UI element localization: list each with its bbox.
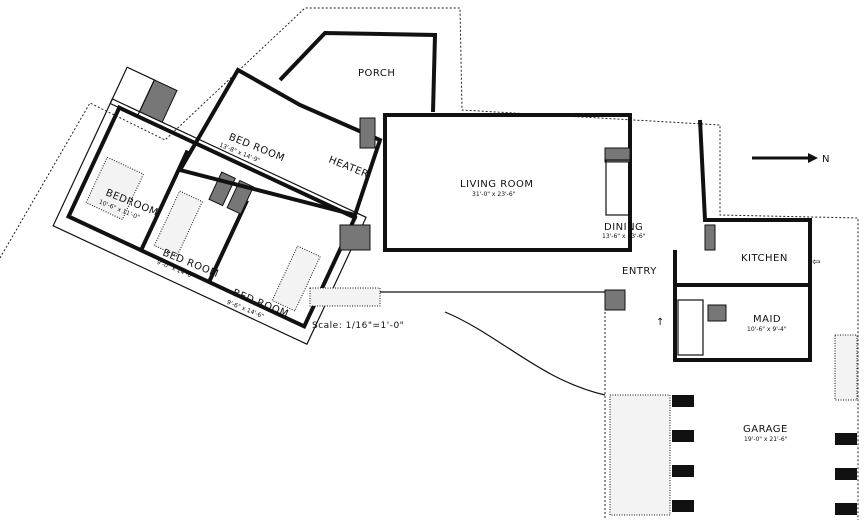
service-arrow-icon: ⇦ [812,257,821,268]
living-room-label: LIVING ROOM [460,179,534,190]
porch-walls [278,30,438,113]
site-boundary [0,7,859,520]
scale-label: Scale: 1/16"=1'-0" [312,321,404,331]
garage-size: 19'-0" x 21'-6" [744,436,788,443]
dining-size: 13'-6" x 13'-6" [602,233,646,240]
master-bedroom-walls [176,67,383,218]
planter [309,287,381,307]
garage-label: GARAGE [743,424,788,435]
entry-label: ENTRY [622,266,657,277]
porch-label: PORCH [358,68,395,79]
garage-piers [609,334,858,516]
maid-label: MAID [753,314,781,325]
dining-table [605,159,632,216]
living-room-size: 31'-0" x 23'-6" [472,191,516,198]
north-label: N [822,154,830,165]
maid-size: 10'-6" x 9'-4" [747,326,787,333]
driveway-curve [444,311,606,396]
bedroom-wing [52,66,367,345]
kitchen-label: KITCHEN [741,253,788,264]
heater-label: HEATER [327,155,370,181]
kitchen-walls [673,119,812,362]
dining-label: DINING [604,222,643,233]
entry-arrow-icon: ↑ [656,317,665,328]
